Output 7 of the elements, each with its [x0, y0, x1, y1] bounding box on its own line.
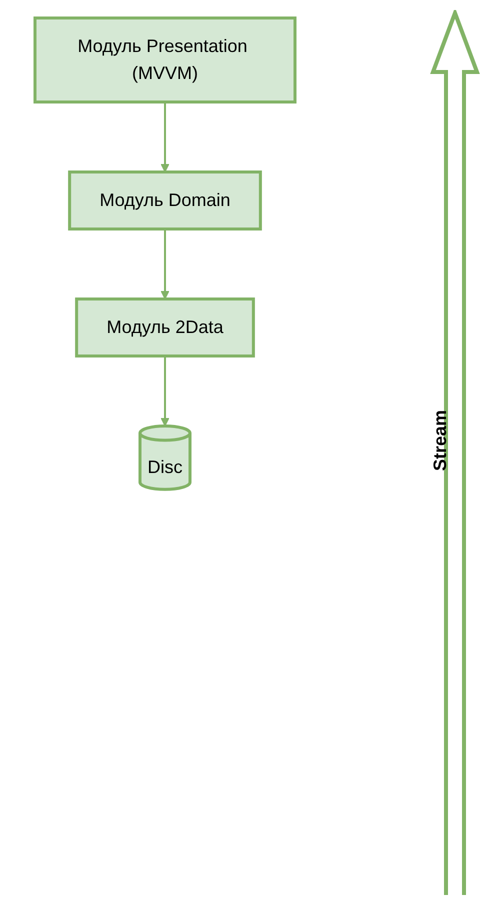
- arrow-label: Stream: [430, 410, 452, 472]
- node-box: Модуль Domain: [68, 170, 262, 230]
- arrow: [160, 229, 170, 300]
- node-box: Модуль 2Data: [75, 298, 255, 358]
- arrow: [160, 102, 170, 172]
- arrow: [160, 356, 170, 426]
- node-box: Модуль Presentation (MVVM): [34, 16, 296, 104]
